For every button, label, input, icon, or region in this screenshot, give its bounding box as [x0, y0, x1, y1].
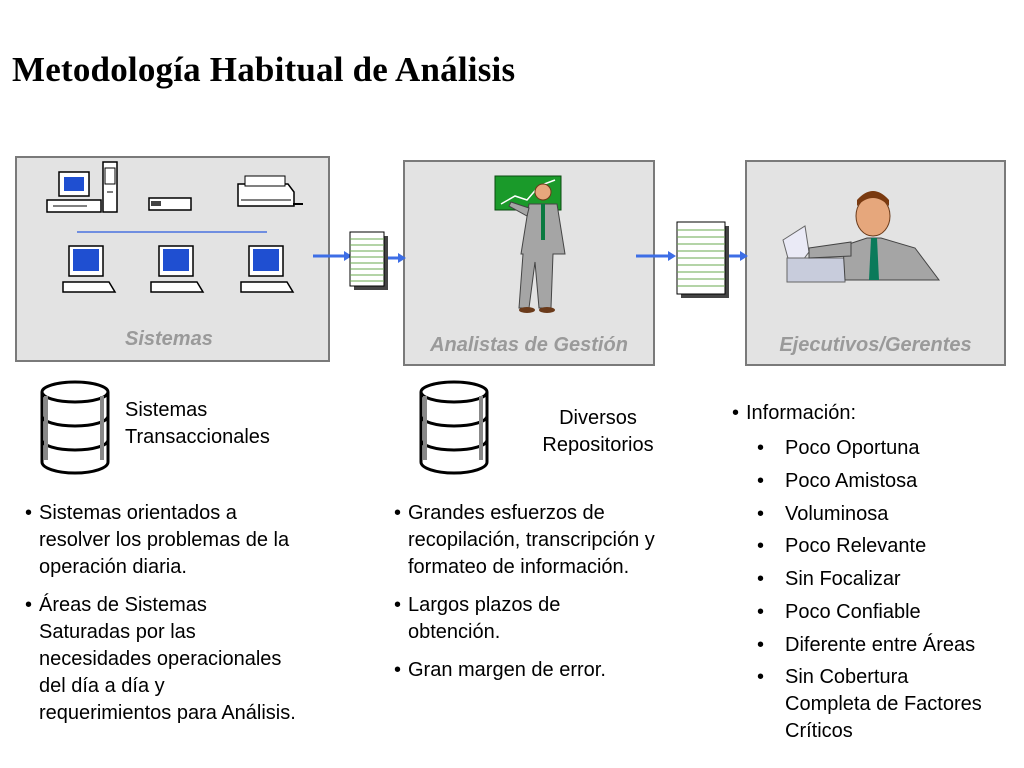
- information-heading: Información:: [732, 397, 982, 430]
- page-title: Metodología Habitual de Análisis: [12, 50, 516, 89]
- analyst-illustration: [494, 175, 566, 313]
- list-item: Poco Amistosa: [732, 468, 982, 495]
- monitor-icon: [62, 245, 117, 293]
- executive-figure-icon: [782, 191, 940, 283]
- database-cylinder-icon: [40, 380, 110, 475]
- network-diagram: [46, 161, 303, 293]
- database-cylinder-icon: [419, 380, 489, 475]
- ejecutivos-box: Ejecutivos/Gerentes: [745, 160, 1006, 366]
- sistemas-label: Sistemas: [125, 328, 213, 350]
- server-tower-icon: [102, 161, 118, 213]
- modem-icon: [148, 197, 192, 211]
- list-item: Gran margen de error.: [394, 657, 714, 684]
- list-item: Sin Focalizar: [732, 566, 982, 593]
- sistemas-box: Sistemas: [15, 156, 330, 362]
- report-stack-icon: [349, 231, 388, 290]
- repository-label-middle: Diversos Repositorios: [542, 407, 654, 456]
- analyst-figure-icon: [508, 183, 566, 313]
- list-item: Poco Oportuna: [732, 435, 982, 462]
- analistas-box: Analistas de Gestión: [403, 160, 655, 366]
- executive-illustration: [782, 191, 940, 283]
- list-item: Poco Relevante: [732, 533, 982, 560]
- list-item: Poco Confiable: [732, 599, 982, 626]
- printer-icon: [237, 175, 303, 207]
- analistas-label: Analistas de Gestión: [430, 334, 628, 356]
- report-stack-icon: [676, 221, 729, 298]
- repository-label-left: Sistemas Transaccionales: [125, 399, 270, 448]
- ejecutivos-label: Ejecutivos/Gerentes: [779, 334, 972, 356]
- list-item: Voluminosa: [732, 501, 982, 528]
- monitor-icon: [150, 245, 205, 293]
- list-item: Diferente entre Áreas: [732, 632, 982, 659]
- information-list: Información: Poco Oportuna Poco Amistosa…: [732, 397, 982, 745]
- monitor-icon: [240, 245, 295, 293]
- computer-icon: [46, 171, 102, 213]
